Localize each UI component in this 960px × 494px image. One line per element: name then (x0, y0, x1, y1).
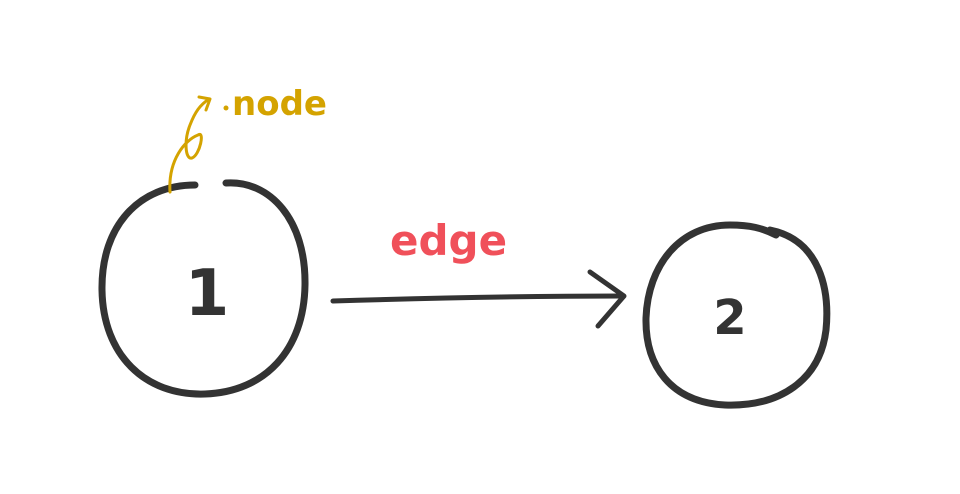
edge-annotation: edge (390, 216, 507, 265)
node-2: 2 (642, 221, 831, 409)
node-2-label: 2 (713, 290, 746, 346)
node-annotation-arrowhead (197, 95, 212, 112)
edge-1-2 (330, 269, 627, 329)
node-1-circle (98, 179, 309, 398)
node-annotation: node (168, 84, 327, 194)
node-annotation-text: node (232, 84, 327, 124)
node-annotation-dot (223, 105, 229, 111)
node-1: 1 (98, 179, 309, 398)
node-1-label: 1 (185, 257, 230, 331)
edge-arrowhead (587, 269, 627, 329)
node-annotation-arrow (168, 97, 211, 194)
node-2-circle (642, 221, 831, 409)
edge-annotation-text: edge (390, 216, 507, 265)
edge-line (330, 293, 625, 304)
